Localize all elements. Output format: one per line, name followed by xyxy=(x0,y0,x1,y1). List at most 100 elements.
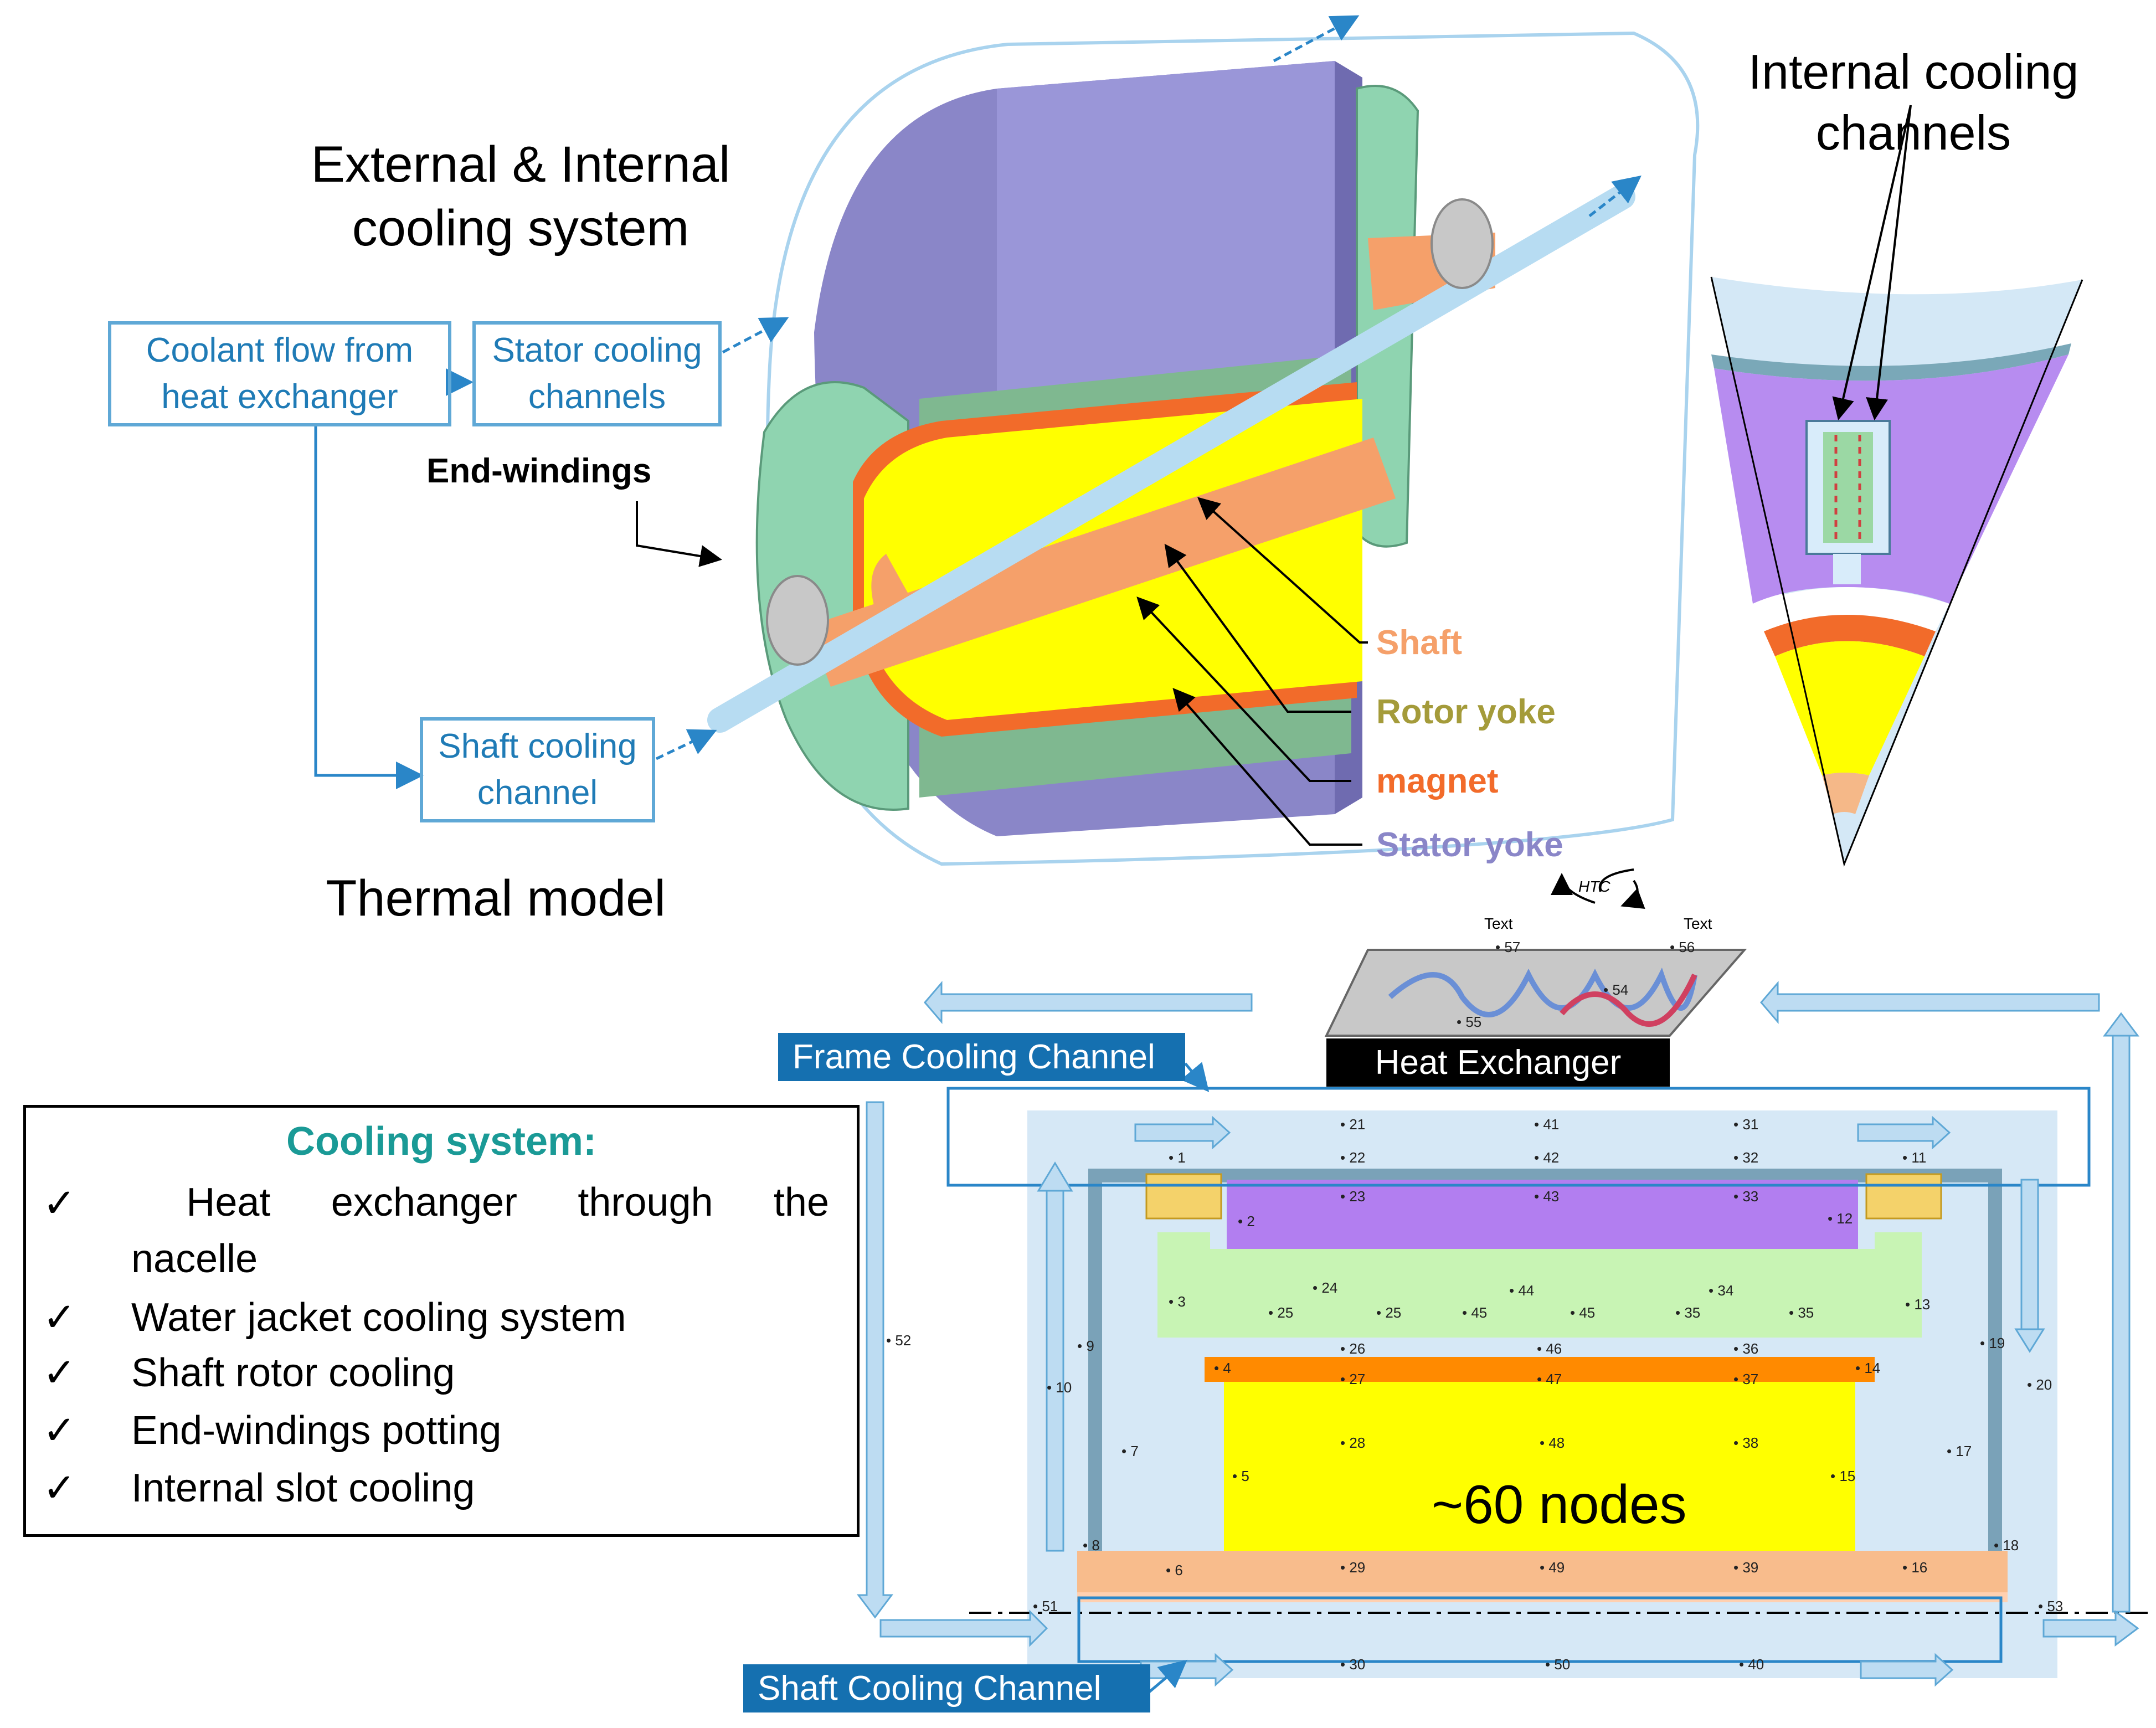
coolant-loop-arrows xyxy=(857,980,2139,1687)
machine-cutaway xyxy=(707,31,1700,866)
node-label: • 48 xyxy=(1540,1434,1565,1451)
node-label: • 27 xyxy=(1340,1371,1366,1387)
node-label: • 15 xyxy=(1830,1468,1856,1484)
node-label: • 35 xyxy=(1675,1304,1701,1321)
htc-label: HTC xyxy=(1578,878,1610,895)
node-label: • 33 xyxy=(1733,1188,1759,1205)
item-text: Internal slot cooling xyxy=(131,1466,475,1510)
node-label: • 41 xyxy=(1534,1116,1560,1133)
frame-cooling-channel-tag: Frame Cooling Channel xyxy=(778,1033,1185,1081)
shaft-cooling-box: Shaft cooling channel xyxy=(420,717,655,822)
node-label: • 18 xyxy=(1994,1537,2019,1554)
shaft-line-1: Shaft cooling xyxy=(438,727,637,766)
title-line-2: cooling system xyxy=(352,200,689,256)
text-right-label: Text xyxy=(1684,915,1712,932)
cooling-item-1-cont: nacelle xyxy=(43,1236,258,1282)
node-label: • 31 xyxy=(1733,1116,1759,1133)
nodes-count-label: ~60 nodes xyxy=(1432,1474,1687,1535)
node-label: • 20 xyxy=(2027,1376,2052,1393)
node-label: • 52 xyxy=(886,1332,912,1349)
node-label: • 50 xyxy=(1545,1656,1571,1673)
thermal-network xyxy=(946,1087,2149,1678)
node-label: • 47 xyxy=(1537,1371,1562,1387)
sector-cross-section xyxy=(1710,276,2083,867)
node-label: • 8 xyxy=(1083,1537,1100,1554)
stator-line-2: channels xyxy=(528,378,666,416)
check-icon: ✓ xyxy=(43,1408,76,1453)
item-word: exchanger xyxy=(331,1180,518,1225)
item-text: Water jacket cooling system xyxy=(131,1295,626,1340)
node-label: • 37 xyxy=(1733,1371,1759,1387)
node-label: • 4 xyxy=(1214,1360,1231,1376)
internal-line-1: Internal cooling xyxy=(1748,44,2079,99)
node-label: • 49 xyxy=(1540,1559,1565,1576)
node-label: • 16 xyxy=(1902,1559,1928,1576)
node-label: • 11 xyxy=(1902,1149,1927,1166)
cooling-item-4: ✓ End-windings potting xyxy=(43,1407,501,1453)
item-text: nacelle xyxy=(131,1237,258,1281)
node-label: • 35 xyxy=(1789,1304,1814,1321)
node-label: • 5 xyxy=(1232,1468,1249,1484)
node-label: • 10 xyxy=(1047,1379,1072,1396)
node-label: • 45 xyxy=(1570,1304,1596,1321)
node-label: • 21 xyxy=(1340,1116,1366,1133)
node-label: • 17 xyxy=(1947,1443,1972,1459)
node-label: • 19 xyxy=(1980,1335,2005,1351)
stator-cooling-box: Stator cooling channels xyxy=(472,321,722,426)
node-label: • 34 xyxy=(1709,1282,1734,1299)
node-label: • 1 xyxy=(1169,1149,1186,1166)
title-line-1: External & Internal xyxy=(311,136,730,193)
node-label: • 53 xyxy=(2038,1598,2064,1614)
item-word: Heat xyxy=(186,1180,271,1225)
check-icon: ✓ xyxy=(43,1181,76,1226)
heat-exchanger-label: Heat Exchanger xyxy=(1326,1038,1670,1087)
cooling-item-2: ✓Water jacket cooling system xyxy=(43,1294,626,1340)
node-label: • 40 xyxy=(1739,1656,1764,1673)
node-label: • 24 xyxy=(1313,1279,1338,1296)
node-label: • 26 xyxy=(1340,1340,1366,1357)
node-label: • 42 xyxy=(1534,1149,1560,1166)
node-label: • 3 xyxy=(1169,1293,1186,1310)
item-word: through xyxy=(578,1180,713,1225)
node-label: • 56 xyxy=(1670,939,1695,955)
thermal-model-label: Thermal model xyxy=(326,870,666,927)
check-icon: ✓ xyxy=(43,1466,76,1510)
node-label: • 54 xyxy=(1603,981,1629,998)
text-left-label: Text xyxy=(1484,915,1513,932)
node-label: • 29 xyxy=(1340,1559,1366,1576)
node-label: • 32 xyxy=(1733,1149,1759,1166)
node-label: • 12 xyxy=(1828,1210,1853,1227)
internal-line-2: channels xyxy=(1815,105,2011,160)
title-external-internal: External & Internal cooling system xyxy=(302,133,739,260)
node-label: • 57 xyxy=(1495,939,1521,955)
node-label: • 46 xyxy=(1537,1340,1562,1357)
end-windings-label: End-windings xyxy=(426,452,652,490)
stator-line-1: Stator cooling xyxy=(492,331,702,370)
node-label: • 2 xyxy=(1238,1213,1255,1230)
node-label: • 6 xyxy=(1166,1562,1183,1578)
item-text: End-windings potting xyxy=(131,1408,502,1453)
cooling-system-box: Cooling system: ✓ Heat exchanger through… xyxy=(23,1105,860,1537)
check-icon: ✓ xyxy=(43,1351,76,1395)
shaft-line-2: channel xyxy=(477,774,598,812)
node-label: • 9 xyxy=(1077,1338,1094,1354)
node-label: • 25 xyxy=(1268,1304,1294,1321)
node-label: • 45 xyxy=(1462,1304,1488,1321)
cooling-item-1: ✓ Heat exchanger through the xyxy=(43,1180,829,1226)
node-label: • 7 xyxy=(1121,1443,1139,1459)
item-text: Shaft rotor cooling xyxy=(131,1351,455,1395)
legend-leaders xyxy=(1136,497,1368,846)
node-label: • 13 xyxy=(1905,1296,1931,1313)
node-label: • 36 xyxy=(1733,1340,1759,1357)
coolant-line-1: Coolant flow from xyxy=(146,331,414,370)
heat-exchanger-plate xyxy=(1324,868,1747,1037)
node-label: • 22 xyxy=(1340,1149,1366,1166)
cooling-system-heading: Cooling system: xyxy=(286,1119,597,1164)
node-label: • 38 xyxy=(1733,1434,1759,1451)
legend-magnet: magnet xyxy=(1376,762,1499,800)
node-label: • 14 xyxy=(1855,1360,1881,1376)
node-label: • 39 xyxy=(1733,1559,1759,1576)
